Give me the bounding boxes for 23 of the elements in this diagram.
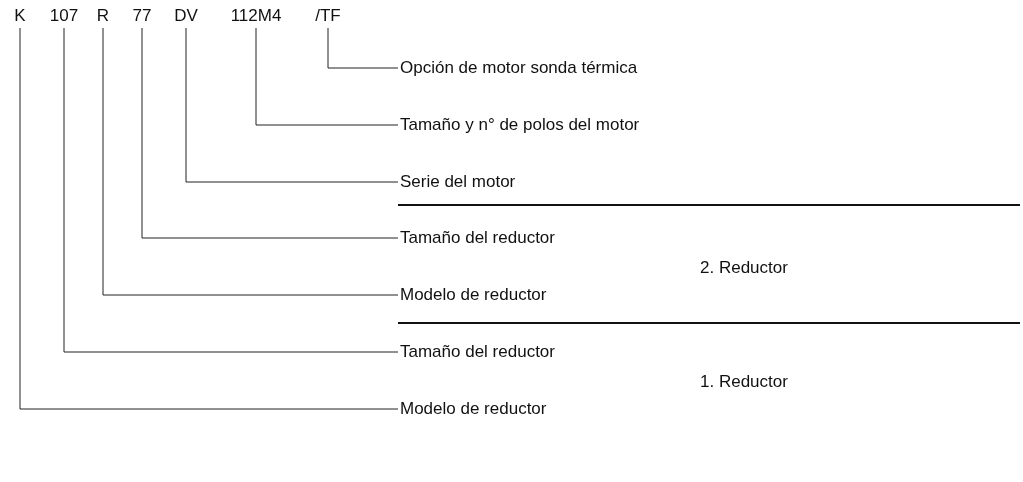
- description-text: Tamaño del reductor: [400, 228, 555, 248]
- group-label: 1. Reductor: [700, 372, 788, 392]
- leader-line: [255, 27, 399, 126]
- leader-line: [63, 27, 399, 353]
- leader-line: [327, 27, 399, 69]
- description-text: Modelo de reductor: [400, 285, 547, 305]
- description-text: Modelo de reductor: [400, 399, 547, 419]
- type-code-part: R: [96, 6, 110, 26]
- type-code-part: DV: [174, 6, 198, 26]
- type-code-part: 77: [132, 6, 152, 26]
- leader-line: [185, 27, 399, 183]
- leader-line: [19, 27, 399, 410]
- description-text: Tamaño y n° de polos del motor: [400, 115, 640, 135]
- type-code-part: K: [14, 6, 26, 26]
- description-text: Serie del motor: [400, 172, 516, 192]
- group-label: 2. Reductor: [700, 258, 788, 278]
- type-code-part: 107: [49, 6, 79, 26]
- type-code-part: 112M4: [230, 6, 282, 26]
- description-text: Opción de motor sonda térmica: [400, 58, 638, 78]
- type-code-part: /TF: [315, 6, 341, 26]
- leader-line: [141, 27, 399, 239]
- leader-line: [102, 27, 399, 296]
- description-text: Tamaño del reductor: [400, 342, 555, 362]
